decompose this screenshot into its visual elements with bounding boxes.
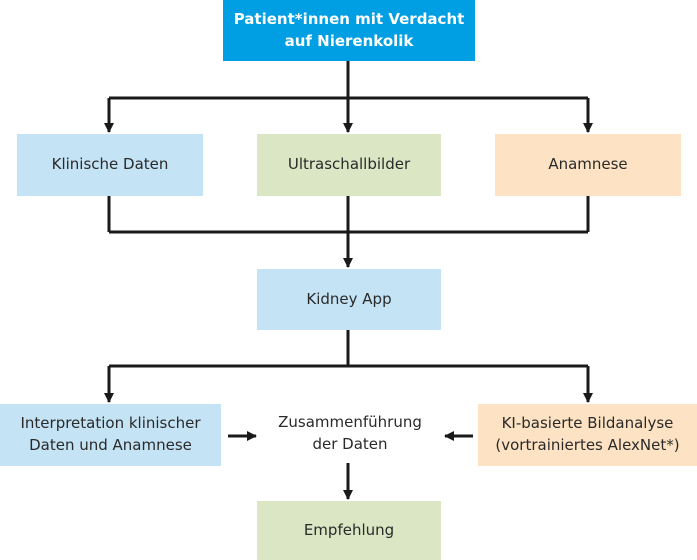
ultrasound-label: Ultraschallbilder [287,155,411,174]
anamnesis-label: Anamnese [548,155,628,174]
recommendation-label: Empfehlung [303,520,395,539]
merge-line2: der Daten [312,435,388,453]
interpretation-node: Interpretation klinischer Daten und Anam… [0,404,221,466]
interpretation-line2: Daten und Anamnese [29,436,192,454]
merge-node: Zusammenführung der Daten [262,408,438,460]
ai-analysis-line1: KI-basierte Bildanalyse [501,414,674,433]
ai-analysis-line2: (vortrainiertes AlexNet*) [495,436,680,454]
recommendation-node: Empfehlung [257,501,441,560]
kidney-app-label: Kidney App [306,289,392,308]
merge-line1: Zusammenführung [278,413,422,432]
clinical-data-label: Klinische Daten [51,155,169,174]
start-node: Patient*innen mit Verdacht auf Nierenkol… [223,0,475,61]
clinical-data-node: Klinische Daten [17,134,203,196]
interpretation-line1: Interpretation klinischer [20,414,201,433]
ai-analysis-node: KI-basierte Bildanalyse (vortrainiertes … [478,404,697,466]
ultrasound-node: Ultraschallbilder [257,134,441,196]
start-node-line2: auf Nierenkolik [284,31,414,50]
anamnesis-node: Anamnese [495,134,681,196]
start-node-line1: Patient*innen mit Verdacht [233,9,465,28]
kidney-app-node: Kidney App [257,269,441,330]
